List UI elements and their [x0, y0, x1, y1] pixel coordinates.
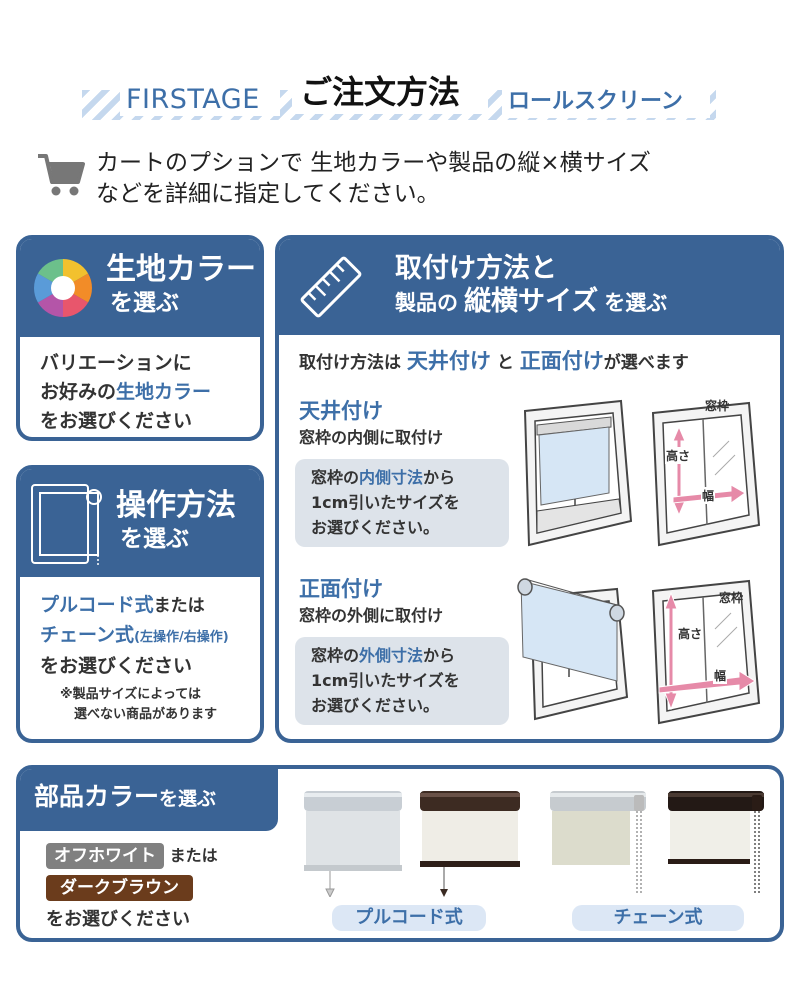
chain-option: チェーン式: [40, 624, 135, 646]
ceiling-size-box: 窓枠の内側寸法から 1cm引いたサイズを お選びください。: [295, 459, 509, 547]
operation-body: プルコード式または チェーン式(左操作/右操作) をお選びください: [40, 594, 229, 677]
front-mount-title: 正面付け: [299, 577, 383, 601]
fabric-color-header: 生地カラー を選ぶ: [20, 239, 260, 337]
front-height-label: 高さ: [677, 625, 704, 642]
ceiling-mount-section: 天井付け 窓枠の内側に取付け: [299, 397, 443, 451]
front-frame-label: 窓枠: [719, 591, 744, 605]
parts-color-body: オフホワイト または ダークブラウン をお選びください: [46, 841, 218, 935]
mounting-panel: 取付け方法と 製品の縦横サイズを選ぶ 取付け方法は 天井付け と 正面付けが選べ…: [275, 235, 784, 743]
fabric-color-body: バリエーションに お好みの生地カラー をお選びください: [40, 352, 212, 432]
pull-cord-darkbrown-photo: [420, 791, 520, 897]
page-title: ご注文方法: [300, 73, 461, 111]
brand-name: FIRSTAGE: [126, 84, 260, 115]
operation-note: ※製品サイズによっては 選べない商品があります: [60, 687, 218, 722]
parts-color-title: 部品カラーを選ぶ: [34, 782, 217, 811]
subtitle-box: ロールスクリーン: [502, 86, 710, 118]
pull-cord-label: プルコード式: [332, 905, 486, 931]
front-mount-desc: 窓枠の外側に取付け: [299, 606, 444, 625]
brand-box: FIRSTAGE: [120, 80, 280, 116]
ceiling-mount-desc: 窓枠の内側に取付け: [299, 428, 444, 447]
pull-cord-option: プルコード式: [40, 594, 154, 616]
intro-line-2: などを詳細に指定してください。: [96, 181, 440, 207]
ceiling-frame-label: 窓枠: [705, 399, 730, 413]
ceiling-mount-illustration: [523, 399, 633, 547]
off-white-badge: オフホワイト: [46, 843, 164, 869]
chain-darkbrown-photo: [668, 791, 764, 893]
fabric-color-title: 生地カラー を選ぶ: [106, 252, 256, 316]
front-size-box: 窓枠の外側寸法から 1cm引いたサイズを お選びください。: [295, 637, 509, 725]
product-type: ロールスクリーン: [508, 89, 683, 114]
dark-brown-badge: ダークブラウン: [46, 875, 193, 901]
operation-panel: 操作方法 を選ぶ プルコード式または チェーン式(左操作/右操作) をお選びくだ…: [16, 465, 264, 743]
ceiling-height-label: 高さ: [665, 447, 692, 464]
intro-text: カートのプションで 生地カラーや製品の縦×横サイズ などを詳細に指定してください…: [96, 148, 756, 210]
chain-offwhite-photo: [550, 791, 646, 893]
color-wheel-icon: [34, 259, 92, 317]
front-measure-illustration: [651, 579, 761, 725]
fabric-color-panel: 生地カラー を選ぶ バリエーションに お好みの生地カラー をお選びください: [16, 235, 264, 441]
front-width-label: 幅: [713, 667, 728, 684]
ceiling-measure-illustration: [651, 401, 761, 547]
front-mount-section: 正面付け 窓枠の外側に取付け: [299, 575, 443, 629]
pull-cord-offwhite-photo: [304, 791, 402, 897]
operation-header: 操作方法 を選ぶ: [20, 469, 260, 577]
mounting-header: 取付け方法と 製品の縦横サイズを選ぶ: [279, 239, 780, 335]
mounting-lead: 取付け方法は 天井付け と 正面付けが選べます: [299, 349, 689, 373]
intro-line-1: カートのプションで 生地カラーや製品の縦×横サイズ: [96, 150, 651, 176]
cart-icon: [38, 154, 85, 196]
fabric-color-emph: 生地カラー: [116, 381, 212, 403]
roll-screen-icon: [31, 484, 102, 567]
title-box: ご注文方法: [292, 70, 488, 114]
parts-color-header: 部品カラーを選ぶ: [20, 769, 278, 831]
ceiling-mount-title: 天井付け: [299, 399, 383, 423]
chain-label: チェーン式: [572, 905, 744, 931]
operation-title: 操作方法 を選ぶ: [116, 488, 236, 552]
ruler-icon: [300, 256, 362, 318]
parts-color-panel: 部品カラーを選ぶ オフホワイト または ダークブラウン をお選びください: [16, 765, 784, 942]
mounting-title: 取付け方法と 製品の縦横サイズを選ぶ: [395, 253, 668, 318]
front-mount-illustration: [517, 578, 629, 721]
ceiling-width-label: 幅: [701, 487, 716, 504]
